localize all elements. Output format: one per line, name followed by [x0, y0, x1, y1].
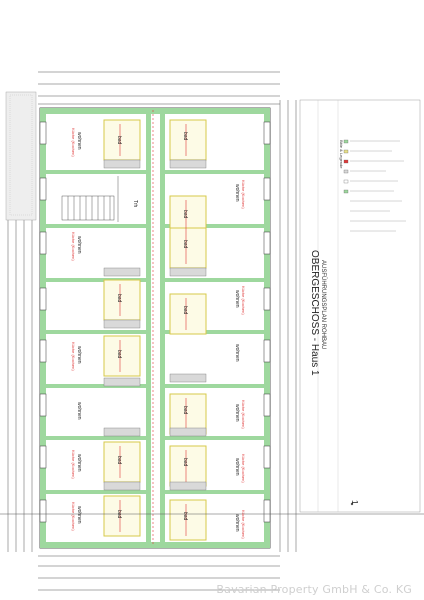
room-label-wohnen: wohnen [76, 236, 82, 254]
room-label-bad: bad [182, 132, 188, 141]
room-label-wohnen: wohnen [234, 290, 240, 308]
room-label-bad: bad [116, 136, 122, 145]
legend-heading: Bitte & Legende [339, 140, 344, 169]
right-windows [263, 121, 271, 523]
stair-label: Trh [132, 200, 138, 208]
room-label-kitchen: Küche (Kochen) [241, 180, 246, 209]
legend-lines [350, 140, 406, 232]
room-label-bad: bad [182, 240, 188, 249]
bottom-dimension-chain [38, 555, 280, 591]
plan-type-title: AUSFÜHRUNGSPLAN ROHBAU [320, 260, 327, 349]
room-label-bad: bad [182, 210, 188, 219]
room-label-wohnen: wohnen [234, 184, 240, 202]
floor-title: OBERGESCHOSS - Haus 1 [309, 250, 320, 376]
room-label-kitchen: Küche (Kochen) [71, 128, 76, 157]
left-windows [39, 121, 47, 523]
building-outline [39, 107, 271, 549]
kitchen-counters [103, 159, 207, 491]
room-label-wohnen: wohnen [76, 506, 82, 524]
room-label-kitchen: Küche (Kochen) [241, 510, 246, 539]
legend-swatches [343, 139, 349, 194]
room-label-kitchen: Küche (Kochen) [71, 232, 76, 261]
sheet-number: 1 [350, 500, 359, 505]
unit-dividers [46, 170, 264, 494]
room-label-bad: bad [116, 456, 122, 465]
room-label-kitchen: Küche (Kochen) [241, 286, 246, 315]
room-label-wohnen: wohnen [76, 132, 82, 150]
top-dimension-chain [38, 71, 280, 105]
room-label-bad: bad [182, 512, 188, 521]
room-label-bad: bad [182, 306, 188, 315]
room-label-kitchen: Küche (Kochen) [241, 454, 246, 483]
bathrooms-left [103, 119, 141, 537]
room-label-bad: bad [116, 350, 122, 359]
room-label-kitchen: Küche (Kochen) [71, 450, 76, 479]
room-label-wohnen: wohnen [76, 402, 82, 420]
plumbing-marks [119, 110, 187, 546]
watermark: Bavarian Property GmbH & Co. KG [216, 583, 412, 596]
section-line [0, 502, 424, 515]
title-block [299, 99, 421, 513]
room-label-bad: bad [182, 458, 188, 467]
room-label-bad: bad [116, 510, 122, 519]
room-label-wohnen: wohnen [234, 458, 240, 476]
right-dimension-chain [279, 100, 297, 552]
room-label-kitchen: Küche (Kochen) [241, 400, 246, 429]
room-label-wohnen: wohnen [76, 346, 82, 364]
room-label-kitchen: Küche (Kochen) [71, 342, 76, 371]
room-label-kitchen: Küche (Kochen) [71, 502, 76, 531]
room-label-bad: bad [116, 294, 122, 303]
staircase [61, 176, 119, 222]
bathrooms-right [169, 119, 207, 541]
room-label-wohnen: wohnen [76, 454, 82, 472]
room-label-bad: bad [182, 406, 188, 415]
room-label-wohnen: wohnen [234, 514, 240, 532]
room-label-wohnen: wohnen [234, 344, 240, 362]
terrace-hatch [5, 91, 37, 221]
room-label-wohnen: wohnen [234, 404, 240, 422]
